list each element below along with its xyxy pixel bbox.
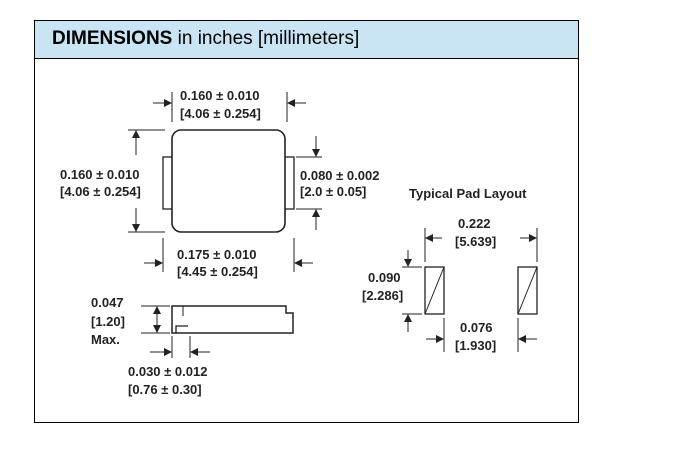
side-terminal-inches: 0.030 ± 0.012 [128, 364, 207, 379]
terminal-mm: [2.0 ± 0.05] [300, 184, 366, 199]
side-height-mm: [1.20] [91, 314, 125, 329]
pad-left-hatch [424, 266, 445, 315]
side-height-note: Max. [91, 332, 120, 347]
bottom-width-inches: 0.175 ± 0.010 [177, 247, 256, 262]
pad-span-inches: 0.222 [458, 216, 491, 231]
side-terminal-mm: [0.76 ± 0.30] [128, 382, 202, 397]
side-view-body [171, 305, 294, 334]
header-title-rest: in inches [millimeters] [177, 28, 360, 49]
header-title-bold: DIMENSIONS [52, 28, 173, 49]
top-view-body [171, 129, 286, 233]
top-width-mm: [4.06 ± 0.254] [180, 106, 261, 121]
terminal-inches: 0.080 ± 0.002 [300, 168, 379, 183]
header-title: DIMENSIONS in inches [millimeters] [52, 28, 359, 50]
pad-span-mm: [5.639] [455, 234, 496, 249]
pad-layout-title: Typical Pad Layout [409, 186, 527, 201]
dimensions-panel: DIMENSIONS in inches [millimeters] [34, 20, 579, 423]
pad-height-inches: 0.090 [368, 270, 401, 285]
side-view-left-terminal [175, 325, 188, 333]
dimensions-header: DIMENSIONS in inches [millimeters] [35, 21, 578, 59]
pad-height-mm: [2.286] [362, 288, 403, 303]
side-height-inches: 0.047 [91, 295, 124, 310]
top-view: 0.160 ± 0.010 [4.06 ± 0.254] 0.160 ± 0.0… [60, 88, 379, 279]
pad-right-hatch [517, 266, 538, 315]
side-view: 0.047 [1.20] Max. 0.030 ± 0.012 [0.76 ± … [91, 295, 294, 397]
left-height-inches: 0.160 ± 0.010 [60, 167, 139, 182]
bottom-width-mm: [4.45 ± 0.254] [177, 264, 258, 279]
pad-layout: Typical Pad Layout 0.222 [5.639] 0.090 [… [362, 186, 538, 353]
pad-width-inches: 0.076 [460, 320, 493, 335]
top-width-inches: 0.160 ± 0.010 [180, 88, 259, 103]
pad-width-mm: [1.930] [455, 338, 496, 353]
left-height-mm: [4.06 ± 0.254] [60, 184, 141, 199]
